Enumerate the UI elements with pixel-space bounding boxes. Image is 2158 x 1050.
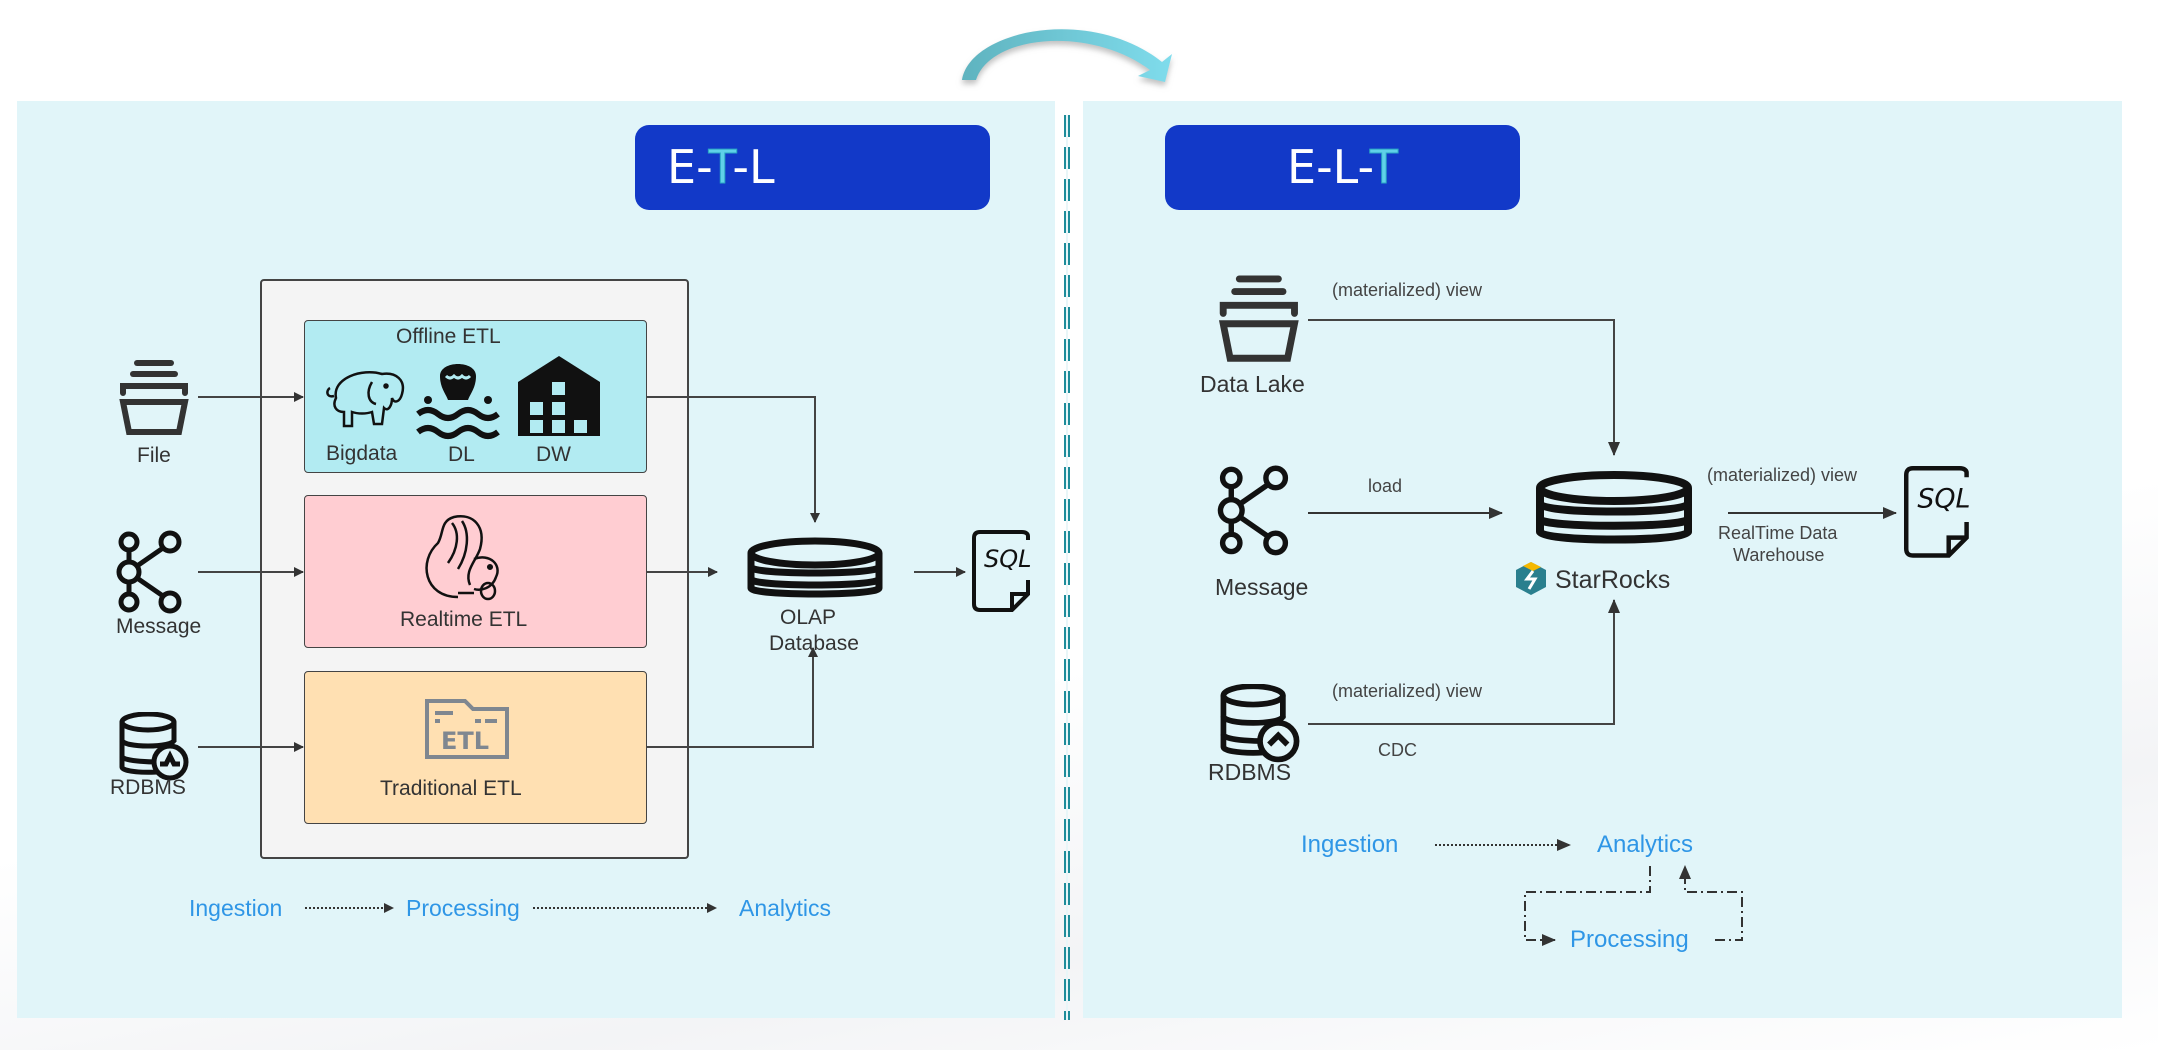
source-label-message: Message xyxy=(1215,574,1309,600)
source-label-file: File xyxy=(137,444,171,467)
edge-sublabel-cdc: CDC xyxy=(1378,740,1417,760)
offline-item-dw: DW xyxy=(536,443,571,466)
edge-label-rdbms: (materialized) view xyxy=(1332,681,1483,701)
offline-item-bigdata: Bigdata xyxy=(326,442,398,465)
title-part: E- xyxy=(667,140,709,194)
source-label-rdbms: RDBMS xyxy=(110,776,186,799)
rdbms-database-icon xyxy=(119,712,189,781)
olap-label-line1: OLAP xyxy=(780,606,837,629)
sql-text: SQL xyxy=(1917,483,1970,514)
hadoop-elephant-icon xyxy=(326,371,405,428)
elt-panel xyxy=(1083,101,2122,1018)
elt-flow-processing: Processing xyxy=(1570,926,1689,953)
elt-title: E-L-T xyxy=(1165,125,1520,210)
kafka-message-icon xyxy=(1217,465,1289,556)
etl-title: E-T-L xyxy=(635,125,990,210)
etl-folder-icon: ETL xyxy=(425,699,509,759)
realtime-etl-title: Realtime ETL xyxy=(400,608,528,631)
edge-label-load: load xyxy=(1368,476,1403,496)
data-lake-stack-icon xyxy=(1218,275,1299,362)
traditional-etl-box xyxy=(304,671,647,824)
starrocks-database-icon xyxy=(1536,471,1692,544)
data-lake-icon xyxy=(416,364,500,439)
title-highlight: T xyxy=(1369,140,1398,195)
kafka-message-icon xyxy=(116,530,182,614)
source-label-rdbms: RDBMS xyxy=(1208,759,1292,785)
etl-flow-processing: Processing xyxy=(406,895,520,921)
sql-text: SQL xyxy=(984,545,1032,573)
source-label-message: Message xyxy=(116,615,202,638)
edge-sublabel-line2: Warehouse xyxy=(1733,545,1825,565)
engine-label-starrocks: StarRocks xyxy=(1555,566,1671,594)
offline-item-dl: DL xyxy=(448,443,475,466)
data-warehouse-icon xyxy=(518,356,600,436)
source-label-data-lake: Data Lake xyxy=(1200,371,1305,397)
edge-label-datalake: (materialized) view xyxy=(1332,280,1483,300)
elt-flow-ingestion: Ingestion xyxy=(1301,831,1399,858)
sql-file-icon: SQL xyxy=(972,530,1032,612)
etl-flow-ingestion: Ingestion xyxy=(189,895,283,921)
sql-file-icon: SQL xyxy=(1904,466,1970,558)
title-highlight: T xyxy=(708,140,733,195)
panel-divider xyxy=(1064,115,1070,1020)
offline-etl-title: Offline ETL xyxy=(396,325,501,348)
flink-squirrel-icon xyxy=(425,515,499,601)
rdbms-database-icon xyxy=(1220,684,1300,763)
olap-database-icon xyxy=(747,537,883,598)
etl-flow-analytics: Analytics xyxy=(739,895,832,921)
olap-label-line2: Database xyxy=(769,632,859,655)
starrocks-logo-icon xyxy=(1516,562,1546,595)
svg-text:ETL: ETL xyxy=(441,727,489,755)
curved-arrow-icon xyxy=(962,29,1172,82)
elt-flow-analytics: Analytics xyxy=(1597,831,1694,858)
edge-label-output: (materialized) view xyxy=(1707,465,1858,485)
traditional-etl-title: Traditional ETL xyxy=(380,777,522,800)
title-part: -L xyxy=(732,140,775,194)
title-part: E-L- xyxy=(1287,140,1370,194)
file-stack-icon xyxy=(119,360,189,435)
edge-sublabel-line1: RealTime Data xyxy=(1718,523,1838,543)
